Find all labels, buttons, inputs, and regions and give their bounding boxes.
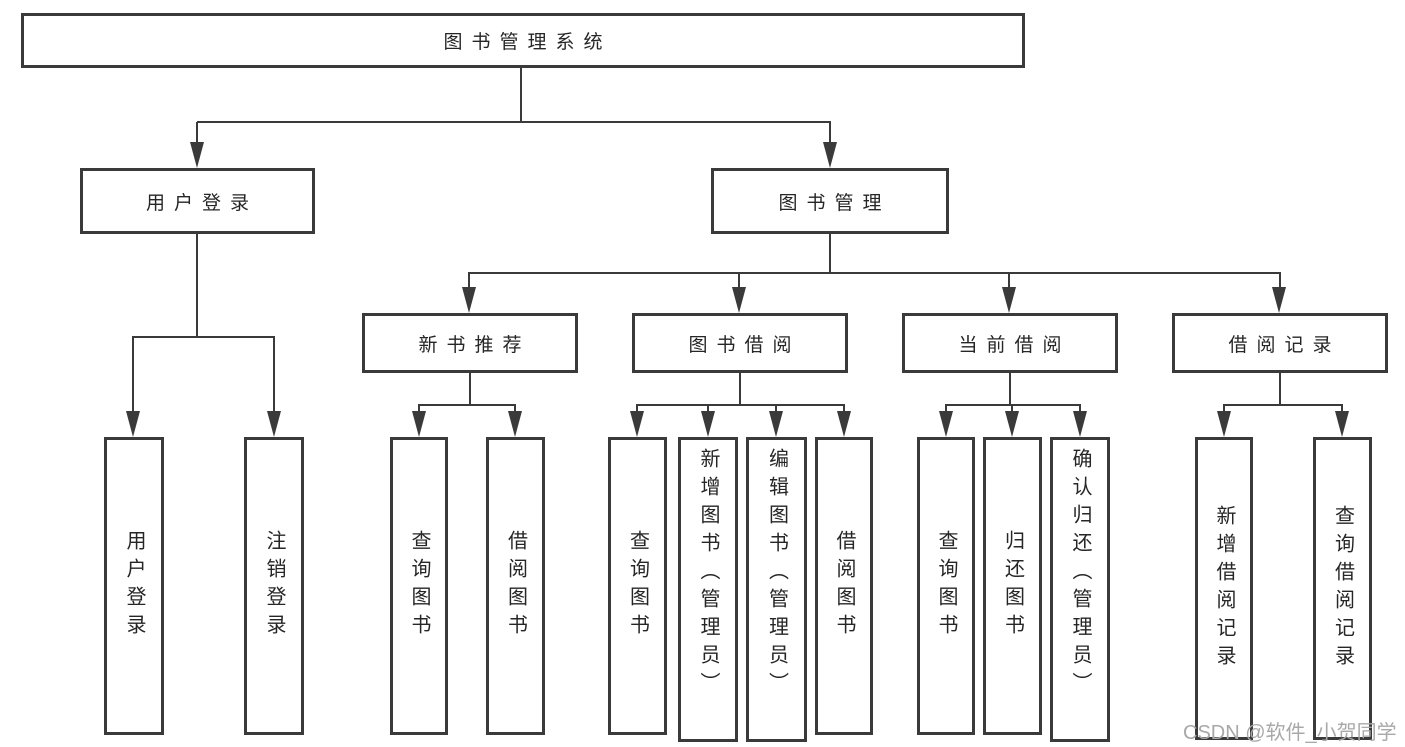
connector-root-down <box>520 68 522 123</box>
leaf-newbook-borrow-label: 借阅图书 <box>504 530 527 642</box>
connector-stub <box>196 122 198 145</box>
connector-bus-newbook <box>418 404 516 406</box>
connector-stub <box>738 272 740 290</box>
leaf-borrow-edit-admin-label: 编辑图书（管理员） <box>765 448 788 700</box>
connector-records-down <box>1279 373 1281 406</box>
leaf-record-query-box: 查询借阅记录 <box>1313 437 1372 740</box>
connector-stub <box>775 404 777 413</box>
arrowhead-icon <box>412 411 426 437</box>
connector-newbook-down <box>469 373 471 406</box>
node-book-borrow-label: 图书借阅 <box>688 334 801 356</box>
connector-stub <box>636 404 638 413</box>
leaf-borrow-borrow-label: 借阅图书 <box>833 530 855 642</box>
node-root-label: 图书管理系统 <box>443 32 612 53</box>
leaf-record-add-box: 新增借阅记录 <box>1195 437 1253 740</box>
arrowhead-icon <box>1005 411 1019 437</box>
node-book-management-box: 图书管理 <box>711 168 949 234</box>
leaf-current-return-label: 归还图书 <box>1001 530 1024 642</box>
node-book-borrow-box: 图书借阅 <box>632 313 848 373</box>
connector-stub <box>132 336 134 413</box>
arrowhead-icon <box>823 142 837 168</box>
connector-bus-currentborrow <box>945 404 1081 406</box>
node-current-borrow-box: 当前借阅 <box>902 313 1118 373</box>
arrowhead-icon <box>630 411 644 437</box>
leaf-borrow-borrow-box: 借阅图书 <box>815 437 873 735</box>
leaf-current-confirm-admin-box: 确认归还（管理员） <box>1050 437 1110 742</box>
node-current-borrow-label: 当前借阅 <box>958 334 1071 356</box>
arrowhead-icon <box>190 142 204 168</box>
connector-bus-bookborrow <box>636 404 845 406</box>
connector-bus-level2 <box>197 121 831 123</box>
leaf-user-login-box: 用户登录 <box>104 437 164 735</box>
leaf-record-add-label: 新增借阅记录 <box>1213 504 1235 673</box>
leaf-borrow-add-admin-label: 新增图书（管理员） <box>697 448 719 700</box>
leaf-current-query-box: 查询图书 <box>917 437 975 735</box>
connector-bookmgmt-down <box>829 234 831 274</box>
node-new-book-recommend-label: 新书推荐 <box>418 334 531 356</box>
leaf-logout-box: 注销登录 <box>244 437 304 735</box>
leaf-borrow-query-label: 查询图书 <box>626 530 649 642</box>
connector-bookborrow-down <box>739 373 741 406</box>
connector-bus-records <box>1223 404 1343 406</box>
leaf-borrow-add-admin-box: 新增图书（管理员） <box>678 437 738 742</box>
node-book-management-label: 图书管理 <box>778 192 891 214</box>
node-user-login-group-box: 用户登录 <box>80 168 315 234</box>
connector-stub <box>1008 272 1010 290</box>
connector-stub <box>1279 272 1281 290</box>
arrowhead-icon <box>837 411 851 437</box>
connector-userlogin-down <box>196 234 198 338</box>
arrowhead-icon <box>939 411 953 437</box>
arrowhead-icon <box>1217 411 1231 437</box>
arrowhead-icon <box>462 287 476 313</box>
node-new-book-recommend-box: 新书推荐 <box>362 313 578 373</box>
arrowhead-icon <box>1272 287 1286 313</box>
connector-currentborrow-down <box>1009 373 1011 406</box>
connector-bus-userlogin <box>132 336 275 338</box>
connector-stub <box>1079 404 1081 413</box>
leaf-newbook-query-label: 查询图书 <box>408 530 430 642</box>
connector-bus-level3 <box>468 272 1281 274</box>
connector-stub <box>1341 404 1343 413</box>
leaf-current-return-box: 归还图书 <box>983 437 1042 735</box>
connector-stub <box>514 404 516 413</box>
connector-stub <box>273 336 275 413</box>
arrowhead-icon <box>1073 411 1087 437</box>
arrowhead-icon <box>126 411 140 437</box>
leaf-user-login-label: 用户登录 <box>123 530 145 642</box>
arrowhead-icon <box>769 411 783 437</box>
leaf-record-query-label: 查询借阅记录 <box>1331 504 1354 673</box>
connector-stub <box>468 272 470 290</box>
node-borrow-records-box: 借阅记录 <box>1172 313 1388 373</box>
leaf-borrow-edit-admin-box: 编辑图书（管理员） <box>746 437 807 742</box>
arrowhead-icon <box>701 411 715 437</box>
connector-stub <box>945 404 947 413</box>
leaf-newbook-borrow-box: 借阅图书 <box>486 437 545 735</box>
connector-stub <box>418 404 420 413</box>
leaf-logout-label: 注销登录 <box>263 530 285 642</box>
node-borrow-records-label: 借阅记录 <box>1228 334 1341 356</box>
arrowhead-icon <box>732 287 746 313</box>
watermark-text: CSDN @软件_小贺同学 <box>1183 722 1397 744</box>
leaf-current-query-label: 查询图书 <box>935 530 957 642</box>
connector-stub <box>1011 404 1013 413</box>
connector-stub <box>843 404 845 413</box>
leaf-current-confirm-admin-label: 确认归还（管理员） <box>1069 448 1091 700</box>
arrowhead-icon <box>508 411 522 437</box>
node-user-login-group-label: 用户登录 <box>145 192 258 214</box>
arrowhead-icon <box>1335 411 1349 437</box>
leaf-newbook-query-box: 查询图书 <box>390 437 448 735</box>
leaf-borrow-query-box: 查询图书 <box>608 437 667 735</box>
node-root-box: 图书管理系统 <box>21 13 1025 68</box>
connector-stub <box>829 122 831 145</box>
arrowhead-icon <box>1002 287 1016 313</box>
connector-stub <box>707 404 709 413</box>
connector-stub <box>1223 404 1225 413</box>
arrowhead-icon <box>267 411 281 437</box>
